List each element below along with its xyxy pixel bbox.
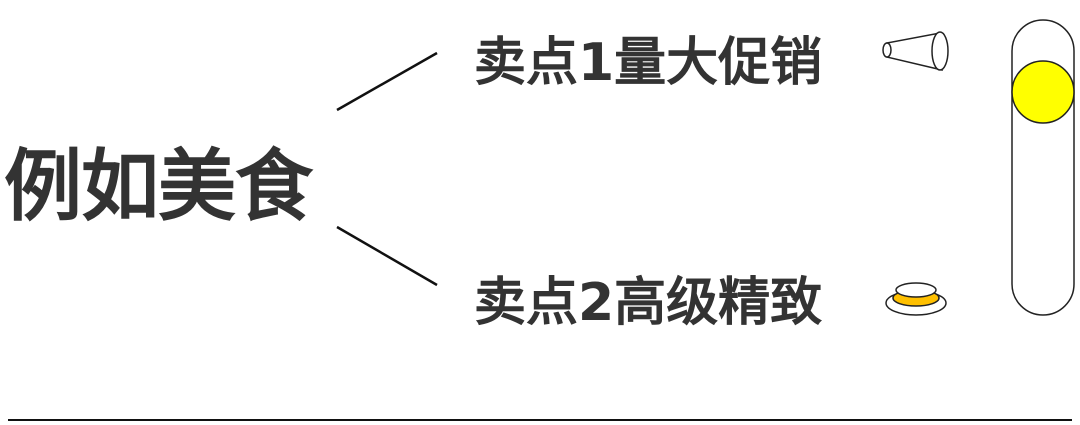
cone-icon — [882, 31, 949, 71]
dish-icon — [885, 282, 947, 316]
main-topic: 例如美食 — [4, 142, 313, 232]
selling-point-1: 卖点1量大促销 — [474, 33, 823, 93]
selling-point-2: 卖点2高级精致 — [474, 273, 823, 333]
slider-knob[interactable] — [1011, 60, 1075, 124]
connector-line-top — [336, 51, 438, 112]
connector-line-bottom — [336, 225, 438, 287]
